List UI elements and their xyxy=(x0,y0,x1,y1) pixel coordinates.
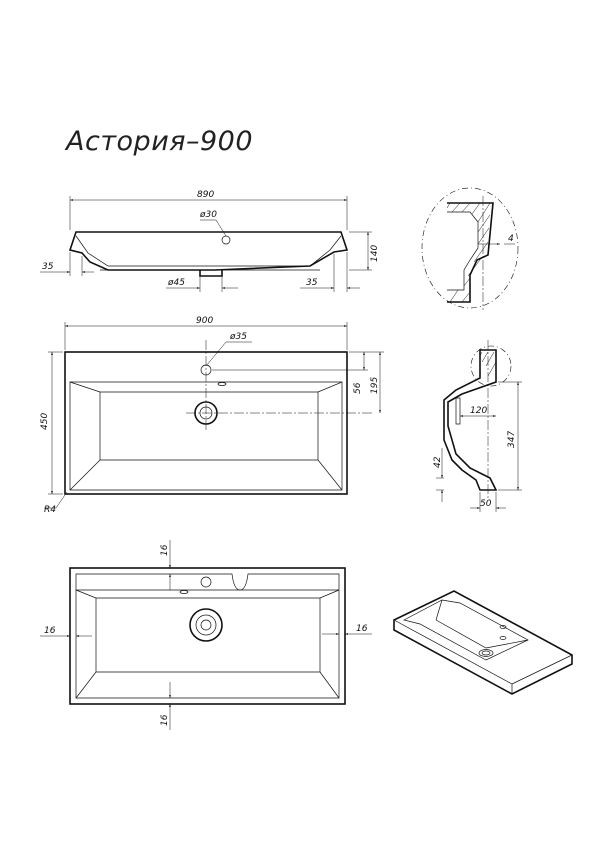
dim-front-height: 140 xyxy=(370,245,380,262)
dim-plan-195: 195 xyxy=(370,377,380,394)
dim-front-hole: ø30 xyxy=(199,210,217,220)
bottom-drain xyxy=(189,608,223,642)
dim-radius: R4 xyxy=(44,505,56,515)
front-basin-inner xyxy=(75,235,342,267)
detail-view: 4 xyxy=(421,187,519,310)
front-view: 890 ø30 140 35 35 ø45 xyxy=(40,190,380,292)
dim-bottom-left: 16 xyxy=(44,626,56,636)
isometric-view xyxy=(393,590,573,695)
dim-side-42: 42 xyxy=(433,456,443,468)
dim-front-left: 35 xyxy=(42,262,54,272)
dim-plan-hole: ø35 xyxy=(229,332,247,342)
front-faucet-hole xyxy=(221,235,231,245)
bottom-plan-view: 16 16 16 16 xyxy=(40,540,372,730)
dim-side-50: 50 xyxy=(480,499,492,509)
plan-view: 900 ø35 450 56 195 R4 xyxy=(40,316,384,515)
dim-front-width: 890 xyxy=(197,190,214,200)
dim-plan-depth: 450 xyxy=(40,413,50,430)
dim-bottom-top: 16 xyxy=(160,544,170,556)
dim-bottom-right: 16 xyxy=(356,624,368,634)
dim-front-right: 35 xyxy=(306,278,318,288)
dim-bottom-bottom: 16 xyxy=(160,714,170,726)
drawing-title: Астория–900 xyxy=(66,126,254,157)
dim-plan-width: 900 xyxy=(196,316,213,326)
dim-side-120: 120 xyxy=(470,406,487,416)
dim-detail-thickness: 4 xyxy=(508,234,514,244)
front-basin-outline xyxy=(68,231,349,271)
dim-drain: ø45 xyxy=(167,278,185,288)
side-view: 120 347 42 50 xyxy=(433,340,522,512)
dim-plan-56: 56 xyxy=(353,382,363,394)
dim-side-347: 347 xyxy=(507,431,517,448)
bottom-outline xyxy=(69,567,346,705)
